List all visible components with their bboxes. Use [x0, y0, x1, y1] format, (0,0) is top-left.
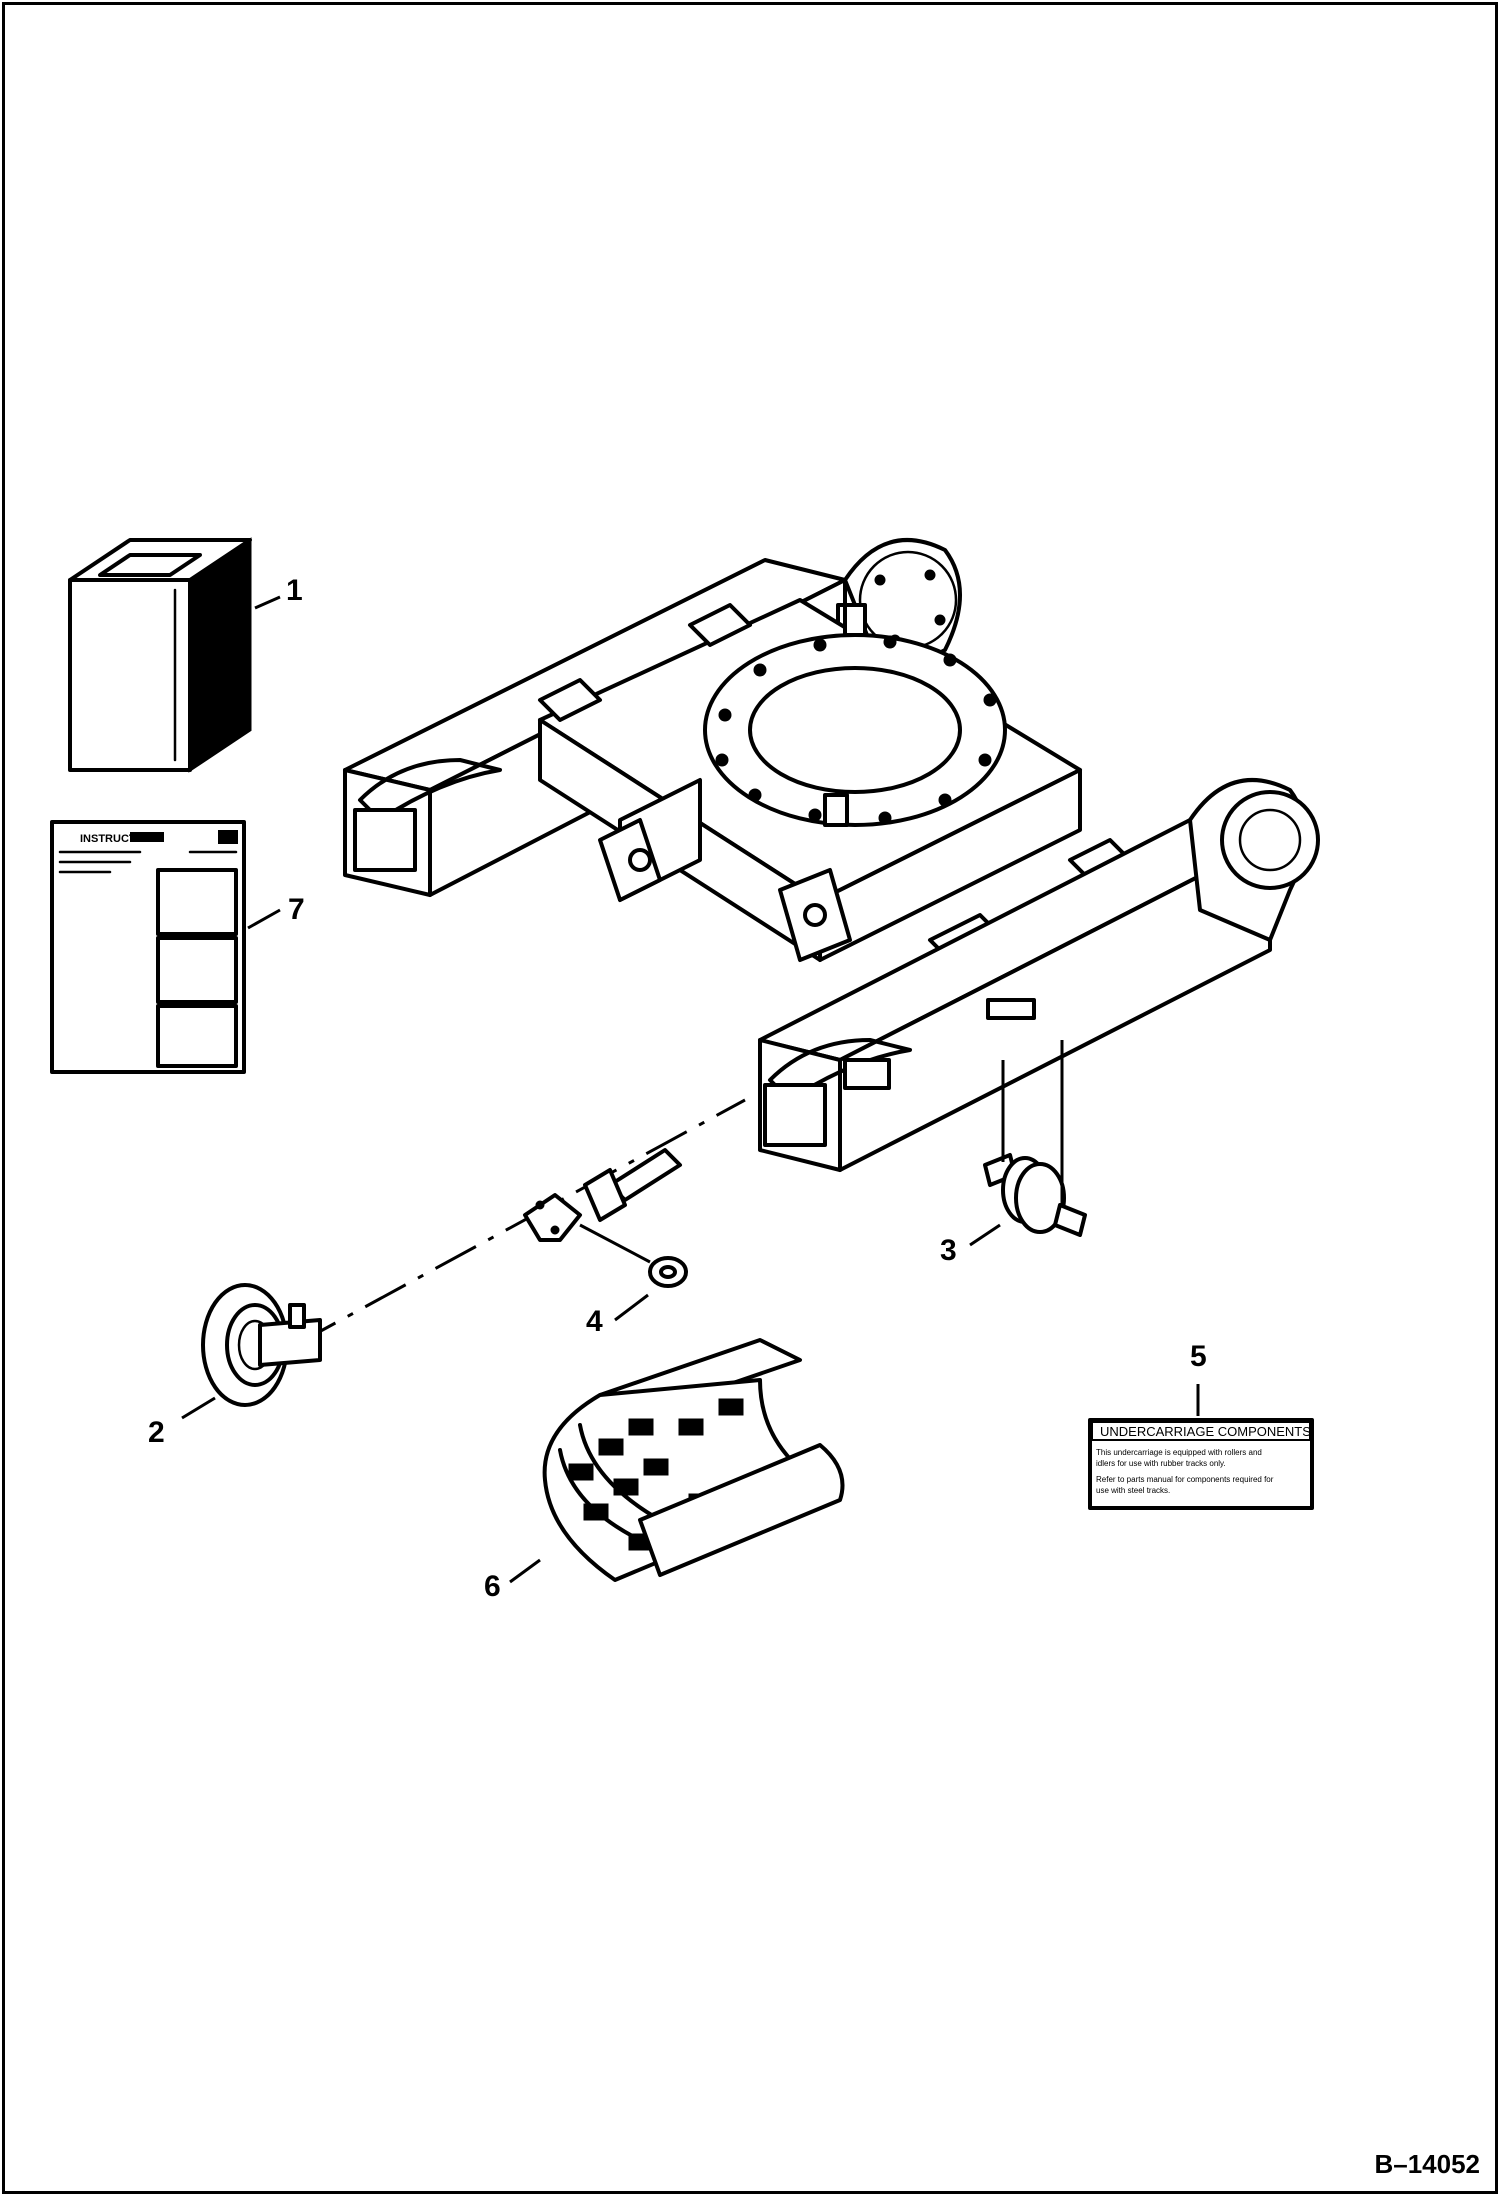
callout-1: 1: [286, 574, 303, 607]
leader-2: [181, 1396, 216, 1420]
figure-id: B–14052: [1374, 2149, 1480, 2179]
leader-7: [247, 908, 281, 930]
rubber-track-icon: [542, 1338, 845, 1582]
callout-6: 6: [484, 1570, 501, 1603]
callout-7: 7: [288, 893, 305, 926]
decal-line-3: Refer to parts manual for components req…: [1096, 1475, 1274, 1484]
decal-line-4: use with steel tracks.: [1096, 1486, 1170, 1495]
callout-3: 3: [940, 1234, 957, 1267]
track-adjuster-cylinder: [523, 1148, 682, 1242]
instruction-sheet-header: INSTRUCTIONS: [80, 833, 163, 845]
track-roller-icon: [983, 1153, 1087, 1237]
decal-label-icon: UNDERCARRIAGE COMPONENTS This undercarri…: [1088, 1418, 1314, 1510]
turntable-bolt-holes: [715, 635, 997, 825]
track-cleats: [568, 1398, 744, 1551]
callout-4: 4: [586, 1305, 603, 1338]
manual-book-icon: [68, 537, 252, 773]
undercarriage-frame: [343, 538, 1320, 1172]
decal-line-1: This undercarriage is equipped with roll…: [1096, 1448, 1262, 1457]
decal-line-2: idlers for use with rubber tracks only.: [1096, 1459, 1226, 1468]
leader-4: [614, 1293, 649, 1322]
callout-2: 2: [148, 1416, 165, 1449]
leader-6: [509, 1558, 541, 1584]
leader-3: [969, 1223, 1001, 1247]
instruction-sheet-icon: INSTRUCTIONS: [50, 820, 246, 1074]
front-idler-icon: [201, 1283, 322, 1407]
washer-icon: [648, 1256, 688, 1288]
callout-5: 5: [1190, 1340, 1207, 1373]
decal-title: UNDERCARRIAGE COMPONENTS: [1100, 1424, 1311, 1439]
leader-1: [254, 595, 281, 610]
